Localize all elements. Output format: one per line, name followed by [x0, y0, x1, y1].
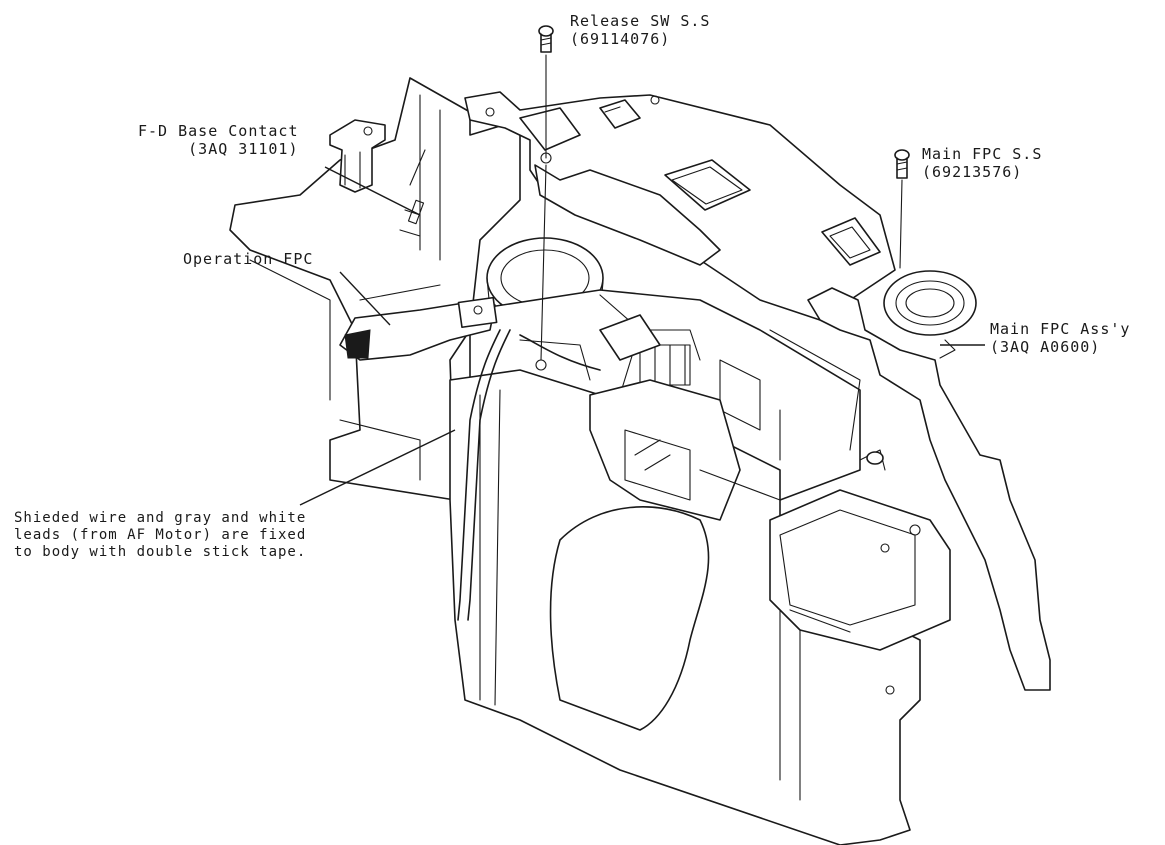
main-fpc-ss-name: Main FPC S.S	[922, 145, 1043, 163]
fd-base-contact-part	[329, 119, 386, 193]
wire-note-line-3: to body with double stick tape.	[14, 544, 307, 560]
leader-wire-note	[299, 429, 456, 506]
shielded-wire	[457, 329, 601, 621]
wire-fixing-note: Shieded wire and gray and white leads (f…	[14, 510, 394, 561]
label-release-sw: Release SW S.S (69114076)	[570, 12, 710, 48]
label-main-fpc-assy: Main FPC Ass'y (3AQ A0600)	[990, 320, 1130, 356]
main-top-plate	[464, 91, 896, 321]
main-fpc-assy-name: Main FPC Ass'y	[990, 320, 1131, 338]
release-sw-screw	[538, 25, 554, 53]
label-main-fpc-ss: Main FPC S.S (69213576)	[922, 145, 1042, 181]
main-fpc-screw	[894, 149, 910, 179]
fd-base-contact-part-no: (3AQ 31101)	[188, 140, 299, 158]
operation-fpc-name: Operation FPC	[183, 250, 314, 268]
wire-note-line-1: Shieded wire and gray and white	[14, 510, 307, 526]
operation-fpc-part	[339, 296, 498, 361]
main-fpc-assy-part	[807, 270, 1051, 691]
main-fpc-ss-part-no: (69213576)	[922, 163, 1023, 181]
fd-base-contact-name: F-D Base Contact	[138, 122, 299, 140]
wire-note-line-2: leads (from AF Motor) are fixed	[14, 527, 307, 543]
leader-operation-fpc	[339, 271, 391, 326]
main-fpc-assy-part-no: (3AQ A0600)	[990, 338, 1101, 356]
leader-fd-base-contact	[324, 166, 421, 216]
label-operation-fpc: Operation FPC	[183, 250, 313, 268]
release-sw-name: Release SW S.S	[570, 12, 711, 30]
label-fd-base-contact: F-D Base Contact (3AQ 31101)	[138, 122, 299, 158]
left-rear-plate	[229, 77, 521, 501]
camera-body-housing	[449, 369, 951, 845]
release-sw-part-no: (69114076)	[570, 30, 671, 48]
